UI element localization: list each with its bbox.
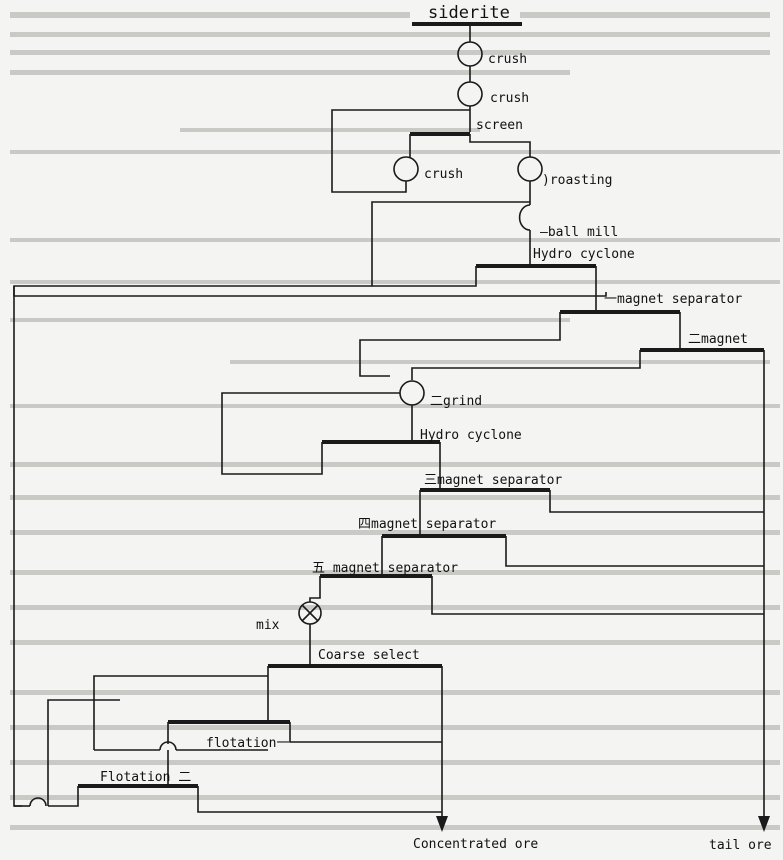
crush-3-label: crush xyxy=(424,167,463,182)
magnet-1-label: 一magnet separator xyxy=(604,292,742,307)
line-magnet3-tail xyxy=(549,490,764,513)
line-magnet2-concentrate xyxy=(411,350,641,380)
feed-label: siderite xyxy=(428,3,510,23)
mix-label: mix xyxy=(256,618,280,633)
line-magnet5-concentrate xyxy=(309,576,321,602)
cyclone-2-label: Hydro cyclone xyxy=(420,428,522,443)
magnet-4-label: 四magnet separator xyxy=(358,517,496,532)
screen-label: screen xyxy=(476,118,523,133)
line-magnet5-tail xyxy=(431,576,764,615)
line-magnet1-concentrate xyxy=(359,312,561,377)
ball-mill-symbol xyxy=(518,204,531,231)
line-cyclone2-underflow xyxy=(221,392,400,475)
magnet-2-label: 二magnet xyxy=(688,332,748,347)
line-crush3-recycle xyxy=(331,109,470,193)
line-cyclone1-underflow xyxy=(371,201,530,287)
cyclone-1-label: Hydro cyclone xyxy=(533,247,635,262)
crossover-hop-1 xyxy=(159,741,177,751)
roasting-label: )roasting xyxy=(542,173,612,188)
concentrate-arrow xyxy=(436,816,448,832)
line-outer-recycle-c xyxy=(13,286,607,297)
line-screen-roasting xyxy=(469,134,531,157)
line-flotation2-concentrate xyxy=(197,786,442,813)
roaster-symbol xyxy=(517,156,543,182)
concentrate-label: Concentrated ore xyxy=(413,837,538,852)
grinder-2-symbol xyxy=(399,380,425,406)
mixer-cross-b xyxy=(301,604,319,622)
magnet-5-label: 五 magnet separator xyxy=(312,561,458,576)
background-texture xyxy=(10,12,780,830)
crush-2-label: crush xyxy=(490,91,529,106)
flotation-2-label: Flotation 二 xyxy=(100,770,191,785)
coarse-select-label: Coarse select xyxy=(318,648,420,663)
ball-mill-label: —ball mill xyxy=(540,225,618,240)
flotation-1-label: flotation一 xyxy=(206,736,289,751)
crusher-2-symbol xyxy=(457,81,483,107)
line-magnet4-tail xyxy=(505,536,764,567)
line-flotation-return xyxy=(93,675,268,750)
crush-1-label: crush xyxy=(488,52,527,67)
line-flotation2-return xyxy=(47,699,120,806)
tailings-label: tail ore xyxy=(709,838,772,853)
line-flotation1-concentrate xyxy=(289,722,442,743)
tailings-arrow xyxy=(758,816,770,832)
grind-2-label: 二grind xyxy=(430,394,482,409)
line-flotation2-middling xyxy=(48,786,79,807)
crusher-3-symbol xyxy=(393,156,419,182)
crossover-hop-2 xyxy=(29,797,47,807)
magnet-3-label: 三magnet separator xyxy=(424,473,562,488)
